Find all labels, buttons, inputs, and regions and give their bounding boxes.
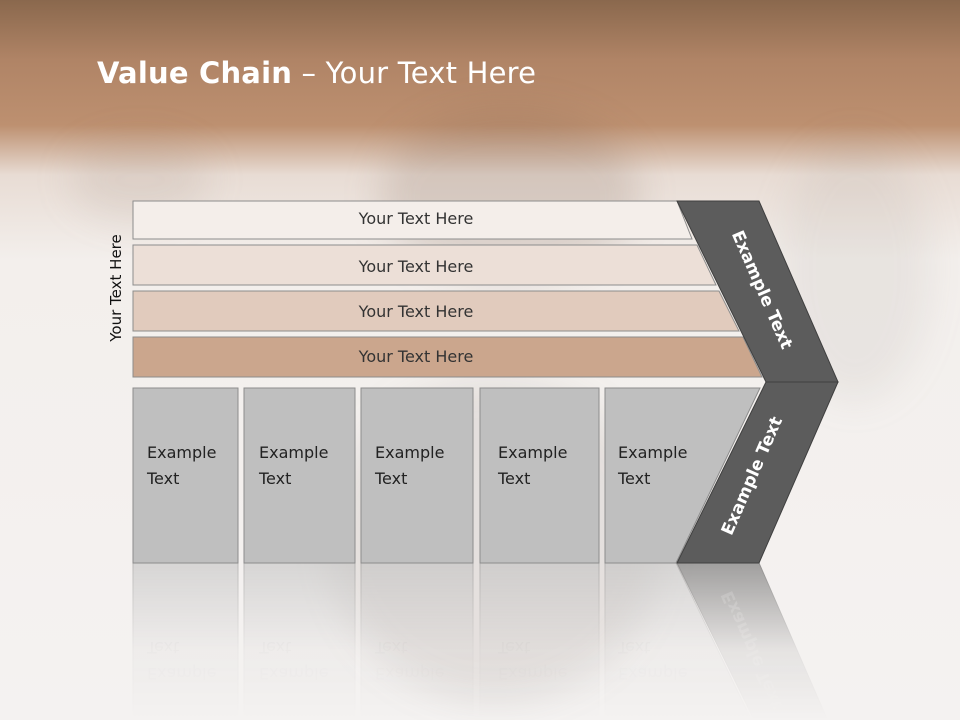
bar-2 <box>132 244 717 286</box>
box-4-line1: Example <box>498 443 567 462</box>
diagram-reflection: Example Text Example Text Example Text E… <box>132 562 829 720</box>
box-3 <box>360 387 474 564</box>
box-2-line1: Example <box>259 443 328 462</box>
box-5-line2-reflection: Text <box>617 638 650 657</box>
box-2-line2: Text <box>258 469 291 488</box>
box-1-line1: Example <box>147 443 216 462</box>
box-4-reflection <box>479 562 600 720</box>
box-5-line2: Text <box>617 469 650 488</box>
chevron-lower-reflection <box>676 562 829 720</box>
bar-3-label: Your Text Here <box>358 302 474 321</box>
box-2-reflection <box>243 562 356 720</box>
box-1-line2-reflection: Text <box>146 638 179 657</box>
box-3-line1: Example <box>375 443 444 462</box>
box-1-line1-reflection: Example <box>147 664 216 683</box>
box-5-reflection <box>604 562 752 720</box>
box-3-line1-reflection: Example <box>375 664 444 683</box>
box-1 <box>132 387 239 564</box>
title-rest: – Your Text Here <box>292 56 537 90</box>
bar-1-label: Your Text Here <box>358 209 474 228</box>
box-2-line2-reflection: Text <box>258 638 291 657</box>
box-4 <box>479 387 600 564</box>
box-4-line2: Text <box>497 469 530 488</box>
box-3-reflection <box>360 562 474 720</box>
box-3-line2: Text <box>374 469 407 488</box>
bar-4-label: Your Text Here <box>358 347 474 366</box>
box-3-line2-reflection: Text <box>374 638 407 657</box>
box-4-line1-reflection: Example <box>498 664 567 683</box>
box-2-line1-reflection: Example <box>259 664 328 683</box>
box-1-line2: Text <box>146 469 179 488</box>
title-bold: Value Chain <box>97 56 293 90</box>
box-4-line2-reflection: Text <box>497 638 530 657</box>
box-1-reflection <box>132 562 239 720</box>
bar-3 <box>132 290 740 332</box>
bar-2-label: Your Text Here <box>358 257 474 276</box>
slide-title: Value Chain – Your Text Here <box>97 56 536 90</box>
box-5-line1: Example <box>618 443 687 462</box>
box-2 <box>243 387 356 564</box>
bar-4 <box>132 336 763 378</box>
bar-1 <box>132 200 693 240</box>
box-5-line1-reflection: Example <box>618 664 687 683</box>
